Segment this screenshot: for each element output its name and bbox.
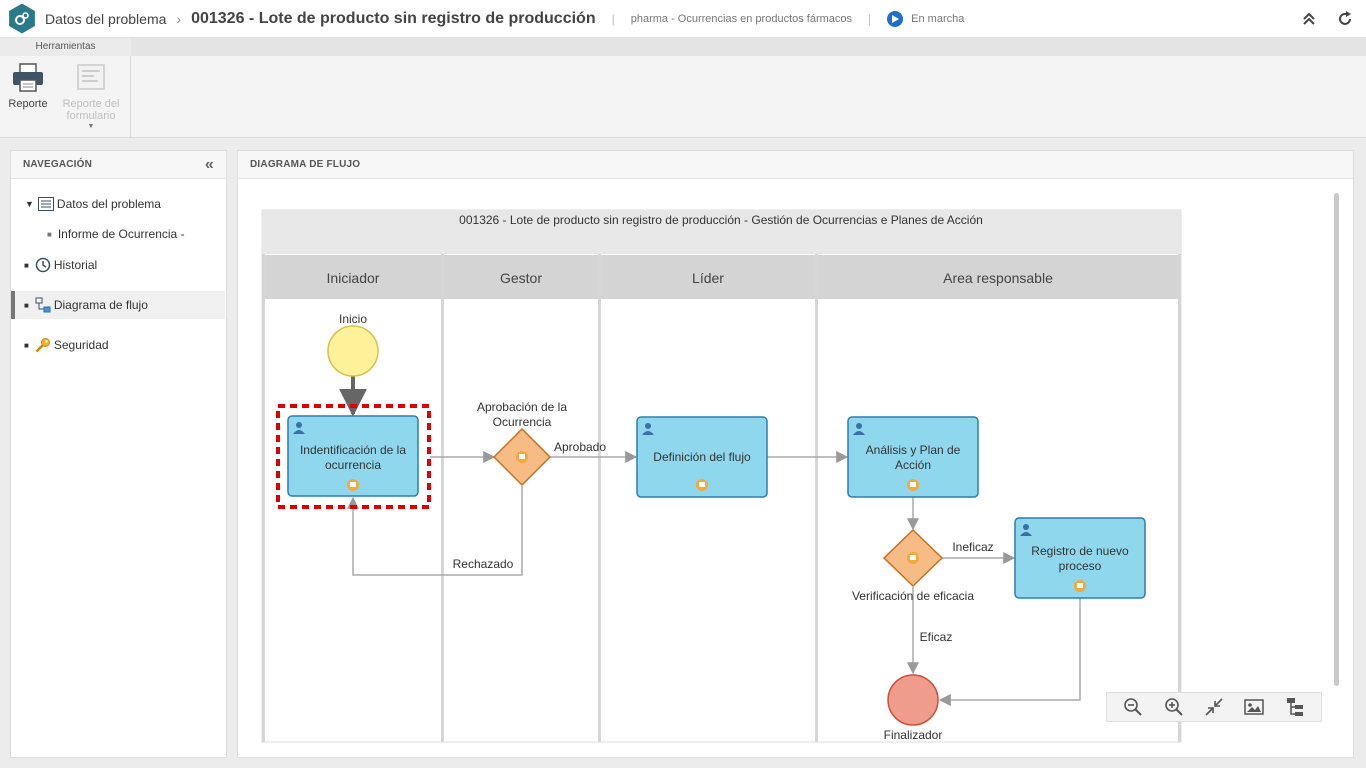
nav-label: Historial — [53, 258, 98, 272]
navigation-panel: NAVEGACIÓN « ▼ Datos del problema ■ Info… — [10, 150, 227, 758]
history-icon — [35, 257, 51, 273]
category-label: pharma - Ocurrencias en productos fármac… — [630, 12, 853, 25]
caret-down-icon[interactable]: ▼ — [25, 199, 34, 209]
nav-item-historial[interactable]: ■ Historial — [11, 251, 225, 279]
bullet: ■ — [24, 340, 29, 350]
image-icon[interactable] — [1241, 695, 1267, 719]
ribbon: Reporte Reporte del formulario ▼ — [0, 56, 1366, 138]
fit-icon[interactable] — [1201, 695, 1227, 719]
refresh-icon[interactable] — [1334, 8, 1356, 30]
divider: | — [611, 11, 615, 26]
dropdown-caret-icon[interactable]: ▼ — [87, 123, 95, 130]
form-report-icon — [71, 62, 111, 94]
nav-item-seguridad[interactable]: ■ Seguridad — [11, 331, 225, 359]
form-report-label-2: formulario — [66, 110, 116, 122]
task-identificacion[interactable] — [287, 415, 419, 497]
ribbon-group-tools: Reporte Reporte del formulario ▼ — [0, 56, 131, 138]
nav-item-informe-ocurrencia[interactable]: ■ Informe de Ocurrencia - — [11, 220, 225, 248]
task-analisis[interactable] — [847, 416, 979, 498]
navigation-title-text: NAVEGACIÓN — [23, 159, 93, 170]
printer-icon — [8, 62, 48, 94]
form-report-button[interactable]: Reporte del formulario ▼ — [58, 62, 124, 132]
layout-icon[interactable] — [1282, 695, 1308, 719]
nav-label: Datos del problema — [56, 197, 161, 211]
zoom-out-icon[interactable] — [1120, 695, 1146, 719]
flow-panel-title: DIAGRAMA DE FLUJO — [238, 151, 1353, 179]
ribbon-tab-herramientas[interactable]: Herramientas — [0, 38, 131, 56]
list-icon — [37, 196, 54, 212]
zoom-in-icon[interactable] — [1161, 695, 1187, 719]
start-event[interactable] — [327, 325, 379, 377]
nav-label: Seguridad — [53, 338, 109, 352]
task-definicion[interactable] — [636, 416, 768, 498]
double-chevron-left-icon[interactable]: « — [204, 156, 214, 173]
nav-item-datos-problema[interactable]: ▼ Datos del problema — [11, 190, 225, 218]
nav-label: Diagrama de flujo — [53, 298, 148, 312]
report-label: Reporte — [8, 98, 48, 110]
nav-label: Informe de Ocurrencia - — [57, 227, 185, 241]
end-event[interactable] — [887, 674, 939, 726]
bullet: ■ — [24, 300, 29, 310]
ribbon-tabbar: Herramientas — [0, 38, 1366, 56]
task-registro[interactable] — [1014, 517, 1146, 599]
diagram-toolbar — [1106, 692, 1322, 722]
play-circle-icon — [887, 10, 904, 27]
diagram-scrollbar[interactable] — [1334, 193, 1339, 686]
report-button[interactable]: Reporte — [6, 62, 50, 110]
nav-item-diagrama-flujo[interactable]: ■ Diagrama de flujo — [11, 291, 225, 319]
navigation-title: NAVEGACIÓN « — [11, 151, 226, 179]
collapse-up-icon[interactable] — [1298, 8, 1320, 30]
breadcrumb[interactable]: Datos del problema — [45, 10, 167, 27]
bullet: ■ — [47, 229, 52, 239]
gear-icon[interactable] — [9, 3, 35, 34]
form-report-label-1: Reporte del — [62, 98, 120, 110]
top-header: Datos del problema › 001326 - Lote de pr… — [0, 0, 1366, 38]
bullet: ■ — [24, 260, 29, 270]
chevron-right-icon: › — [176, 10, 182, 27]
divider: | — [868, 11, 872, 26]
status-badge: En marcha — [911, 12, 965, 25]
page-title: 001326 - Lote de producto sin registro d… — [191, 9, 596, 27]
key-icon — [35, 337, 51, 353]
flow-icon — [35, 297, 51, 313]
